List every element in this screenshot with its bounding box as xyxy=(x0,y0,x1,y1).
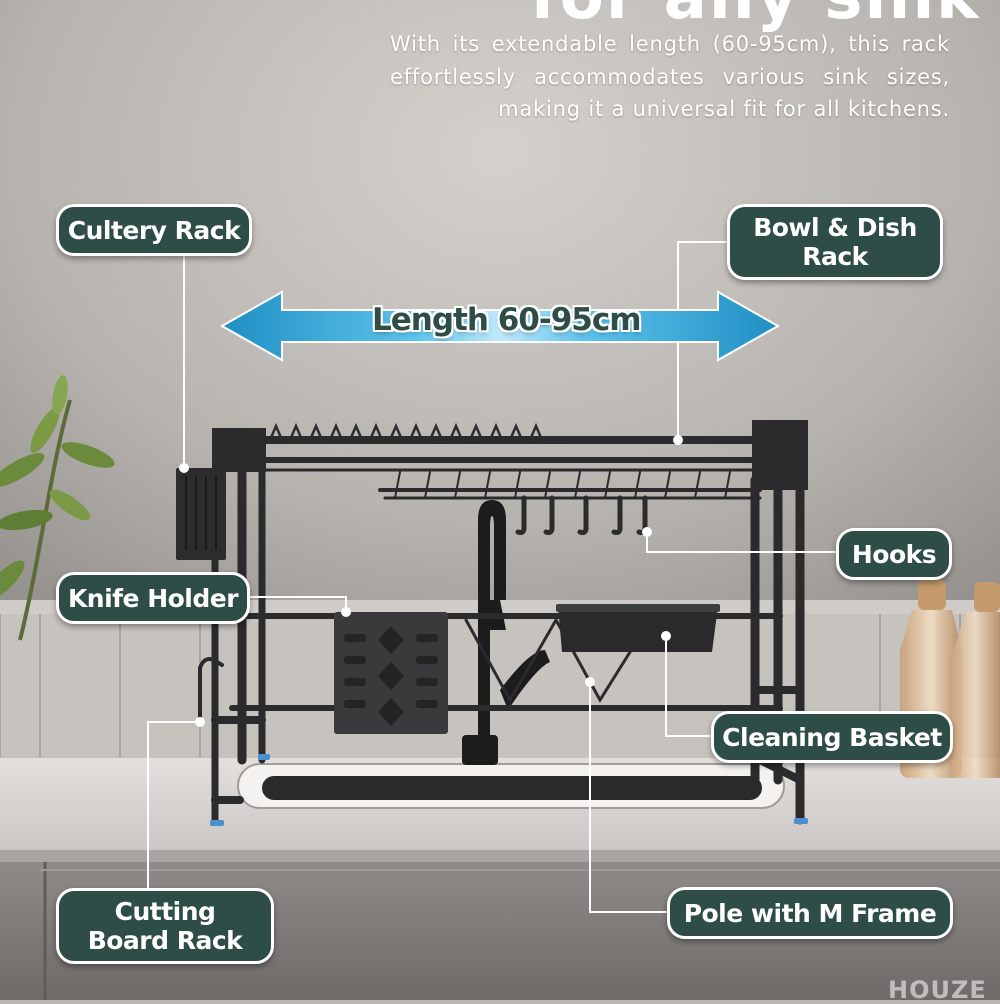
label-cutlery-rack: Cultery Rack xyxy=(56,204,252,256)
headline: for any sink xyxy=(530,0,981,34)
plant-icon xyxy=(0,375,115,641)
label-cutting-board-rack: Cutting Board Rack xyxy=(56,888,274,964)
callout-lines xyxy=(147,241,838,913)
description: With its extendable length (60-95cm), th… xyxy=(390,32,950,122)
cleaning-basket xyxy=(556,604,720,652)
label-knife-holder: Knife Holder xyxy=(56,572,250,624)
cutlery-holder xyxy=(176,468,226,560)
double-arrow-icon xyxy=(219,290,781,362)
brand-watermark: HOUZE xyxy=(888,976,987,1004)
callout-dots xyxy=(179,435,683,727)
knife-holder xyxy=(334,612,448,734)
label-cleaning-basket: Cleaning Basket xyxy=(711,711,953,763)
counter-edge xyxy=(0,850,1000,862)
rack-feet xyxy=(210,754,808,826)
dimension-label: Length 60-95cm xyxy=(372,302,642,338)
label-hooks: Hooks xyxy=(836,528,952,580)
label-bowl-dish-rack: Bowl & Dish Rack xyxy=(727,204,943,280)
label-pole-m-frame: Pole with M Frame xyxy=(667,887,953,939)
